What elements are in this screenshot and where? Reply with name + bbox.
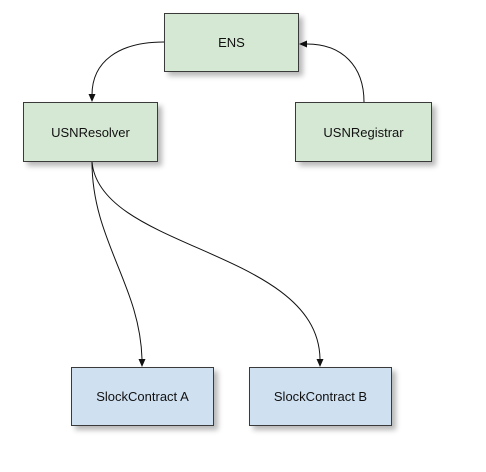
node-usnresolver: USNResolver [23, 102, 158, 162]
node-slockcontract-b: SlockContract B [249, 367, 392, 426]
node-usnregistrar-label: USNRegistrar [323, 124, 404, 140]
edge-usnregistrar-to-ens [306, 43, 365, 103]
arrowhead-slock-b [316, 359, 324, 367]
arrowhead-slock-a [138, 359, 146, 367]
arrowhead-usnresolver [88, 94, 96, 102]
edge-ens-to-usnresolver [91, 41, 165, 96]
node-usnresolver-label: USNResolver [51, 124, 130, 140]
node-slockcontract-a-label: SlockContract A [96, 389, 189, 404]
arrowhead-ens [299, 40, 307, 48]
edge-usnresolver-to-slock-b [91, 161, 321, 360]
node-slockcontract-b-label: SlockContract B [273, 389, 368, 404]
edge-usnresolver-to-slock-a [91, 161, 143, 360]
node-ens: ENS [164, 13, 299, 72]
node-slockcontract-a: SlockContract A [71, 367, 214, 426]
node-ens-label: ENS [218, 35, 245, 50]
node-usnregistrar: USNRegistrar [295, 102, 432, 162]
